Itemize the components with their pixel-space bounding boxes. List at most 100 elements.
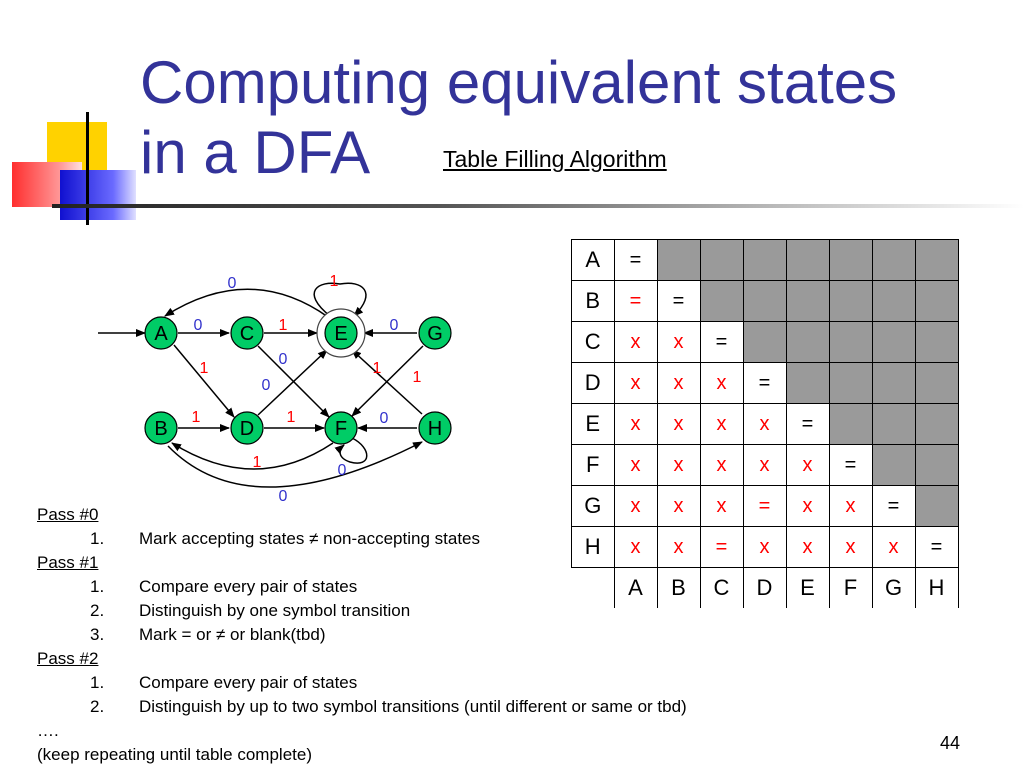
table-cell-shaded bbox=[871, 239, 916, 281]
table-cell: x bbox=[742, 526, 787, 568]
table-row: A= bbox=[571, 239, 959, 281]
label-g-f: 1 bbox=[413, 369, 422, 386]
label-f-f: 0 bbox=[338, 462, 347, 479]
row-label: H bbox=[571, 526, 615, 568]
table-cell-shaded bbox=[828, 239, 873, 281]
state-c-label: C bbox=[240, 323, 254, 345]
edge-f-b bbox=[171, 442, 334, 470]
table-cell-shaded bbox=[828, 403, 873, 445]
table-cell: x bbox=[656, 321, 701, 363]
table-cell-shaded bbox=[785, 362, 830, 404]
ellipsis: …. bbox=[37, 721, 59, 740]
table-cell-shaded bbox=[871, 321, 916, 363]
table-cell: = bbox=[613, 280, 658, 322]
table-row: B== bbox=[571, 280, 959, 322]
row-label: B bbox=[571, 280, 615, 322]
table-cell-shaded bbox=[699, 239, 744, 281]
table-cell: = bbox=[742, 485, 787, 527]
label-a-c: 0 bbox=[194, 317, 203, 334]
state-c: C bbox=[230, 316, 264, 350]
row-label: A bbox=[571, 239, 615, 281]
label-h-f: 0 bbox=[380, 410, 389, 427]
table-cell: x bbox=[699, 362, 744, 404]
label-d-f: 1 bbox=[287, 409, 296, 426]
table-cell-shaded bbox=[742, 280, 787, 322]
table-cell: x bbox=[656, 444, 701, 486]
state-b: B bbox=[144, 411, 178, 445]
table-cell: x bbox=[785, 485, 830, 527]
table-cell-shaded bbox=[785, 321, 830, 363]
table-cell-shaded bbox=[828, 362, 873, 404]
table-cell-shaded bbox=[699, 280, 744, 322]
column-label: H bbox=[914, 567, 959, 608]
state-f: F bbox=[324, 411, 358, 445]
table-cell: = bbox=[613, 239, 658, 281]
table-cell: x bbox=[785, 444, 830, 486]
row-label: F bbox=[571, 444, 615, 486]
table-cell-shaded bbox=[914, 403, 959, 445]
column-label: D bbox=[742, 567, 787, 608]
pass0-item-1: 1.Mark accepting states ≠ non-accepting … bbox=[90, 529, 481, 548]
pass2-item-1: 1.Compare every pair of states bbox=[90, 673, 358, 692]
column-label: B bbox=[656, 567, 701, 608]
table-cell: x bbox=[742, 444, 787, 486]
table-cell-shaded bbox=[785, 280, 830, 322]
table-cell: x bbox=[613, 444, 658, 486]
state-a: A bbox=[144, 316, 178, 350]
edge-g-f bbox=[351, 345, 424, 417]
table-cell: x bbox=[613, 321, 658, 363]
final-note: (keep repeating until table complete) bbox=[37, 745, 312, 764]
decor-vertical-line bbox=[86, 112, 89, 225]
table-cell-shaded bbox=[871, 280, 916, 322]
table-cell-shaded bbox=[742, 321, 787, 363]
table-cell: x bbox=[656, 403, 701, 445]
table-cell: x bbox=[828, 526, 873, 568]
table-cell: x bbox=[699, 403, 744, 445]
label-h-e: 1 bbox=[373, 360, 382, 377]
edge-b-h bbox=[167, 441, 423, 488]
pass2-item-2: 2.Distinguish by up to two symbol transi… bbox=[90, 697, 687, 716]
decor-blue-square bbox=[60, 170, 136, 220]
column-label: E bbox=[785, 567, 830, 608]
table-cell-shaded bbox=[914, 362, 959, 404]
state-h: H bbox=[418, 411, 452, 445]
table-cell-shaded bbox=[914, 280, 959, 322]
slide-title: Computing equivalent states in a DFA bbox=[140, 48, 897, 188]
label-e-e: 1 bbox=[330, 273, 339, 290]
table-cell: x bbox=[613, 526, 658, 568]
column-label: F bbox=[828, 567, 873, 608]
pass1-item-1: 1.Compare every pair of states bbox=[90, 577, 358, 596]
label-c-f: 0 bbox=[279, 351, 288, 368]
table-cell: x bbox=[613, 362, 658, 404]
table-cell: x bbox=[656, 485, 701, 527]
table-cell-shaded bbox=[828, 280, 873, 322]
title-underline-rule bbox=[52, 204, 1024, 208]
algorithm-notes: Pass #0 1.Mark accepting states ≠ non-ac… bbox=[37, 503, 687, 767]
table-cell-shaded bbox=[742, 239, 787, 281]
row-label: E bbox=[571, 403, 615, 445]
state-g-label: G bbox=[427, 323, 443, 345]
edge-a-d bbox=[173, 344, 235, 418]
row-label: D bbox=[571, 362, 615, 404]
label-c-e: 1 bbox=[279, 317, 288, 334]
table-cell-shaded bbox=[914, 239, 959, 281]
label-a-d: 1 bbox=[200, 360, 209, 377]
page-number: 44 bbox=[940, 733, 961, 753]
pass1-heading: Pass #1 bbox=[37, 553, 99, 572]
edge-e-e bbox=[313, 282, 367, 317]
table-corner bbox=[571, 567, 615, 608]
label-g-e: 0 bbox=[390, 317, 399, 334]
table-cell-shaded bbox=[785, 239, 830, 281]
label-f-b: 1 bbox=[253, 454, 262, 471]
pass2-heading: Pass #2 bbox=[37, 649, 99, 668]
table-cell-shaded bbox=[871, 403, 916, 445]
table-cell: = bbox=[699, 526, 744, 568]
column-label: C bbox=[699, 567, 744, 608]
edge-d-e bbox=[257, 349, 328, 416]
table-cell-shaded bbox=[914, 444, 959, 486]
